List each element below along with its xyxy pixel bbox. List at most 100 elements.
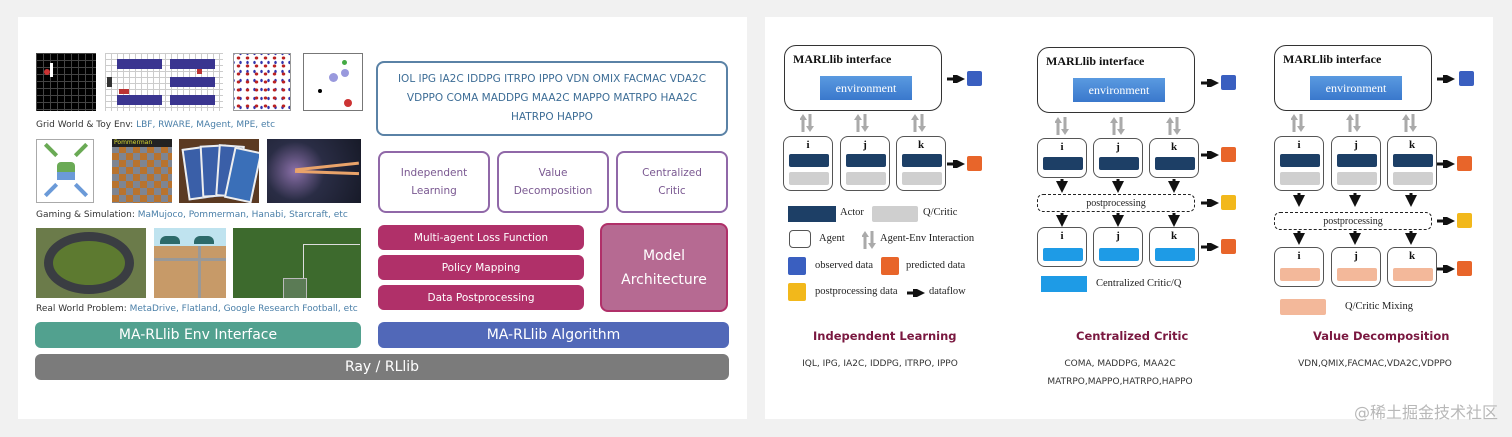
dataflow-arrow-icon bbox=[1201, 79, 1219, 87]
agent-env-interaction-icon bbox=[1055, 117, 1181, 135]
predicted-data-marker bbox=[1221, 239, 1236, 254]
dataflow-down-arrows bbox=[1056, 213, 1180, 227]
dataflow-arrow-icon bbox=[1437, 75, 1455, 83]
agent-k-mixing: k bbox=[1387, 247, 1437, 287]
agent-j: j bbox=[840, 136, 890, 191]
critic-block bbox=[1337, 172, 1377, 185]
legend-agent-label: Agent bbox=[819, 233, 845, 244]
postprocessing-box: postprocessing bbox=[1274, 212, 1432, 230]
actor-block bbox=[1280, 154, 1320, 167]
marllib-interface-box: MARLlib interface environment bbox=[784, 45, 942, 111]
dataflow-arrow-icon bbox=[1437, 160, 1455, 168]
environment-box: environment bbox=[820, 76, 912, 100]
dataflow-arrow-icon bbox=[947, 75, 965, 83]
dataflow-arrow-icon bbox=[947, 160, 965, 168]
critic-block bbox=[902, 172, 942, 185]
paradigm-algos-value-decomposition: VDN,QMIX,FACMAC,VDA2C,VDPPO bbox=[1298, 359, 1452, 369]
legend-mixing-swatch bbox=[1280, 299, 1326, 315]
agent-j: j bbox=[1093, 138, 1143, 178]
actor-block bbox=[1155, 157, 1195, 170]
legend-centralized-critic-swatch bbox=[1041, 276, 1087, 292]
algorithms-line: HATRPO HAPPO bbox=[511, 111, 593, 123]
pommerman-title: Pommerman bbox=[112, 139, 172, 147]
agent-env-interaction-icon bbox=[800, 114, 926, 132]
environment-box: environment bbox=[1310, 76, 1402, 100]
rware-thumbnail bbox=[105, 53, 223, 111]
starcraft-thumbnail bbox=[267, 139, 361, 203]
paradigm-algos-centralized: COMA, MADDPG, MAA2C MATRPO,MAPPO,HATRPO,… bbox=[1047, 359, 1193, 387]
marllib-interface-box: MARLlib interface environment bbox=[1037, 47, 1195, 113]
module-data-postprocessing: Data Postprocessing bbox=[378, 285, 584, 310]
magent-thumbnail bbox=[233, 53, 291, 111]
legend-observed-label: observed data bbox=[815, 260, 874, 271]
legend-dataflow-label: dataflow bbox=[929, 286, 966, 297]
legend-critic-swatch bbox=[872, 206, 918, 222]
observed-data-marker bbox=[1459, 71, 1474, 86]
predicted-data-marker bbox=[1457, 156, 1472, 171]
mpe-thumbnail bbox=[303, 53, 363, 111]
legend-centralized-critic-label: Centralized Critic/Q bbox=[1096, 278, 1182, 289]
mixing-block bbox=[1280, 268, 1320, 281]
predicted-data-marker bbox=[1221, 147, 1236, 162]
postprocessing-data-marker bbox=[1457, 213, 1472, 228]
legend-actor-swatch bbox=[788, 206, 836, 222]
critic-block bbox=[789, 172, 829, 185]
env-row-caption-grid: Grid World & Toy Env: LBF, RWARE, MAgent… bbox=[36, 120, 276, 130]
ray-rllib-layer: Ray / RLlib bbox=[35, 354, 729, 380]
algorithm-layer: MA-RLlib Algorithm bbox=[378, 322, 729, 348]
pommerman-thumbnail: Pommerman bbox=[112, 139, 172, 203]
legend-actor-label: Actor bbox=[840, 207, 864, 218]
centralized-critic-block bbox=[1155, 248, 1195, 261]
actor-block bbox=[846, 154, 886, 167]
actor-block bbox=[1337, 154, 1377, 167]
postprocessing-box: postprocessing bbox=[1037, 194, 1195, 212]
mixing-block bbox=[1393, 268, 1433, 281]
mixing-block bbox=[1337, 268, 1377, 281]
paradigm-title-independent: Independent Learning bbox=[813, 329, 957, 343]
dataflow-arrow-icon bbox=[1437, 217, 1455, 225]
dataflow-arrow-icon bbox=[1201, 243, 1219, 251]
paradigm-title-centralized: Centralized Critic bbox=[1076, 329, 1189, 343]
env-row-caption-real-world: Real World Problem: MetaDrive, Flatland,… bbox=[36, 304, 358, 314]
hanabi-thumbnail bbox=[179, 139, 259, 203]
dataflow-arrow-icon bbox=[1201, 151, 1219, 159]
legend-mixing-label: Q/Critic Mixing bbox=[1345, 301, 1413, 312]
algorithms-line: IOL IPG IA2C IDDPG ITRPO IPPO VDN OMIX F… bbox=[397, 73, 707, 85]
legend-predicted-swatch bbox=[881, 257, 899, 275]
dataflow-down-arrows bbox=[1056, 179, 1180, 193]
centralized-critic-block bbox=[1043, 248, 1083, 261]
dataflow-arrow-icon bbox=[1437, 265, 1455, 273]
predicted-data-marker bbox=[967, 156, 982, 171]
legend-postprocessing-label: postprocessing data bbox=[815, 286, 898, 297]
agent-env-interaction-icon bbox=[1291, 114, 1417, 132]
agent-env-interaction-icon bbox=[862, 231, 876, 249]
critic-block bbox=[1280, 172, 1320, 185]
mamujoco-thumbnail bbox=[36, 139, 94, 203]
actor-block bbox=[902, 154, 942, 167]
dataflow-down-arrows bbox=[1293, 231, 1417, 245]
agent-k-critic: k bbox=[1149, 227, 1199, 267]
football-thumbnail bbox=[233, 228, 361, 298]
agent-k: k bbox=[896, 136, 946, 191]
lbf-thumbnail bbox=[36, 53, 96, 111]
actor-block bbox=[789, 154, 829, 167]
legend-predicted-label: predicted data bbox=[906, 260, 966, 271]
paradigm-title-value-decomposition: Value Decomposition bbox=[1313, 329, 1450, 343]
supported-algorithms-box: IOL IPG IA2C IDDPG ITRPO IPPO VDN OMIX F… bbox=[376, 61, 728, 136]
actor-block bbox=[1043, 157, 1083, 170]
legend-critic-label: Q/Critic bbox=[923, 207, 958, 218]
critic-block bbox=[1393, 172, 1433, 185]
agent-k: k bbox=[1387, 136, 1437, 191]
legend-observed-swatch bbox=[788, 257, 806, 275]
agent-j: j bbox=[1331, 136, 1381, 191]
watermark: @稀土掘金技术社区 bbox=[1353, 403, 1498, 422]
centralized-critic-block bbox=[1099, 248, 1139, 261]
agent-i: i bbox=[1274, 136, 1324, 191]
algorithms-line: VDPPO COMA MADDPG MAA2C MAPPO MATRPO HAA… bbox=[406, 92, 698, 104]
dataflow-arrow-icon bbox=[907, 289, 925, 297]
legend-agent-swatch bbox=[789, 230, 811, 248]
